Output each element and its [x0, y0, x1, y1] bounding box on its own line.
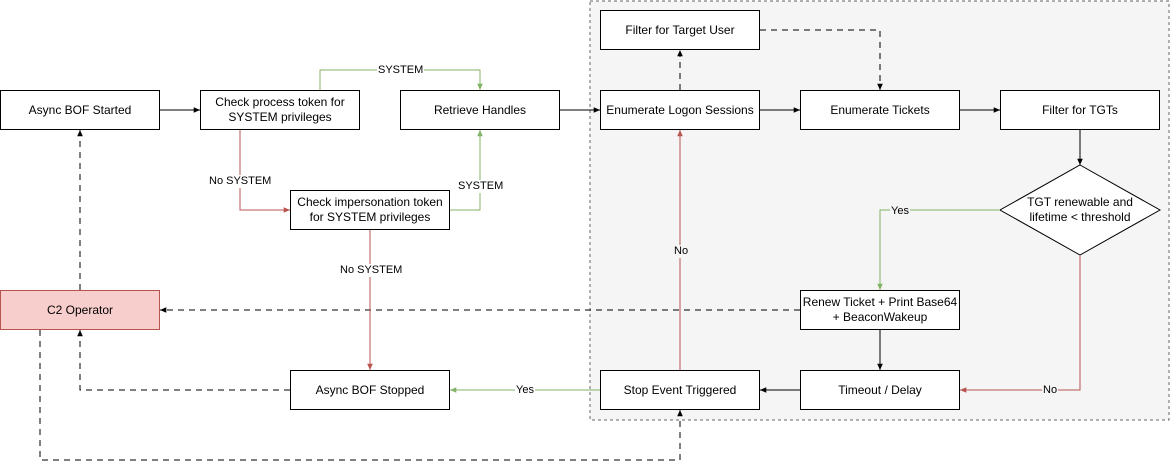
- retrieve-handles-node: Retrieve Handles: [400, 90, 560, 130]
- async-bof-stopped-node: Async BOF Stopped: [290, 370, 450, 410]
- edge-label-system-right: SYSTEM: [457, 180, 505, 193]
- async-bof-started-node: Async BOF Started: [0, 90, 160, 130]
- timeout-delay-node: Timeout / Delay: [800, 370, 960, 410]
- edge-process-no-system-to-impersonation: [239, 130, 290, 213]
- edge-decision-no-to-timeout: [960, 255, 1081, 393]
- edge-label-no-system-2: No SYSTEM: [339, 264, 404, 277]
- edge-label-yes-renew: Yes: [890, 205, 910, 218]
- c2-operator-node: C2 Operator: [0, 290, 160, 330]
- edge-label-no-system-1: No SYSTEM: [208, 175, 273, 188]
- edge-impersonation-system-to-handles: [450, 130, 483, 211]
- edge-decision-yes-to-renew: [877, 209, 1000, 290]
- enumerate-logon-sessions-node: Enumerate Logon Sessions: [600, 90, 760, 130]
- edge-operator-to-stop-event: [39, 330, 683, 461]
- edge-label-no-timeout: No: [1042, 384, 1059, 397]
- edge-label-no-loop: No: [673, 245, 690, 258]
- check-impersonation-token-node: Check impersonation token for SYSTEM pri…: [290, 190, 450, 230]
- check-process-token-node: Check process token for SYSTEM privilege…: [200, 90, 360, 130]
- renew-ticket-node: Renew Ticket + Print Base64 + BeaconWake…: [800, 290, 960, 330]
- tgt-renewable-decision-text: TGT renewable and lifetime < threshold: [1027, 195, 1133, 224]
- edge-label-system-top: SYSTEM: [377, 64, 425, 77]
- stop-event-triggered-node: Stop Event Triggered: [600, 370, 760, 410]
- edge-stopped-to-operator: [77, 330, 290, 391]
- edge-label-yes-stop: Yes: [515, 384, 535, 397]
- edge-filter-user-to-tickets: [760, 29, 883, 90]
- enumerate-tickets-node: Enumerate Tickets: [800, 90, 960, 130]
- filter-target-user-node: Filter for Target User: [600, 10, 760, 50]
- filter-tgts-node: Filter for TGTs: [1000, 90, 1160, 130]
